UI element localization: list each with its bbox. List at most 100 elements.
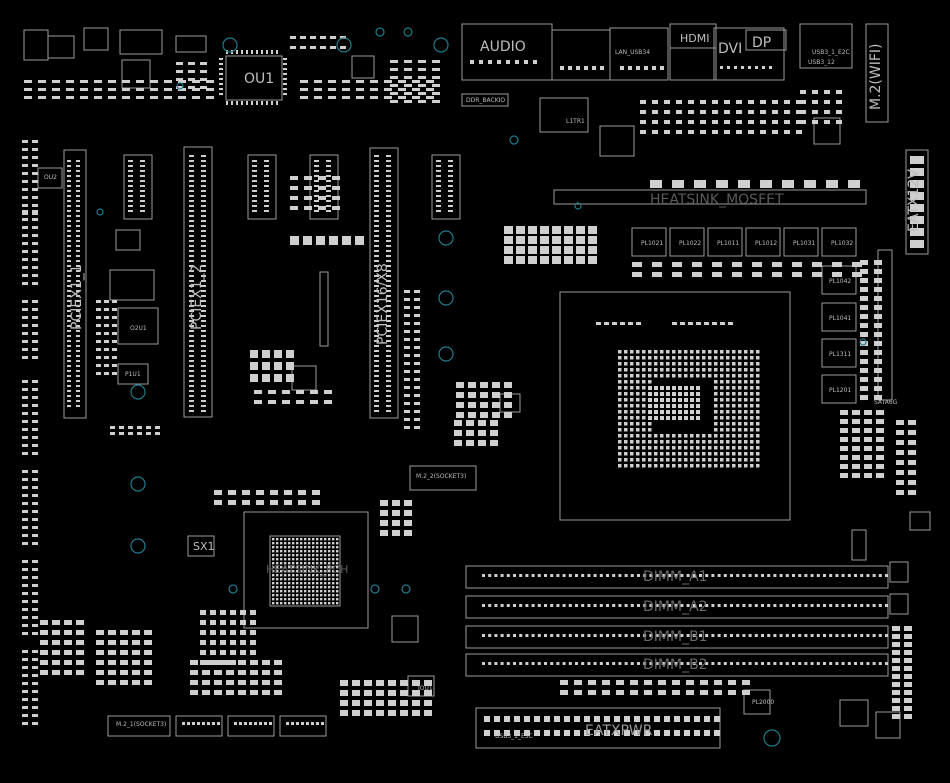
pch-ball (288, 558, 291, 561)
power-pin (624, 716, 630, 722)
dimm-pin (661, 604, 665, 607)
pad (240, 620, 246, 625)
pad (528, 226, 537, 234)
iou1-label: IOU1 (418, 685, 433, 692)
inductor-label: PL1032 (831, 240, 854, 247)
pad (128, 426, 133, 429)
pad (187, 722, 190, 725)
pad (230, 630, 236, 635)
cpu-pin (648, 446, 652, 450)
via-hole (370, 584, 380, 594)
pad (119, 432, 124, 435)
cpu-pin (642, 356, 646, 360)
slot-pin (201, 410, 206, 412)
pad (404, 346, 410, 349)
pad (120, 630, 128, 635)
pch-ball (312, 586, 315, 589)
cpu-pin (744, 356, 748, 360)
pad (132, 630, 140, 635)
cpu-pin (618, 404, 622, 408)
dimm-pin (593, 662, 597, 665)
pad (504, 412, 512, 418)
slot-pin (386, 170, 391, 172)
via-hole (222, 37, 238, 53)
pad (150, 80, 158, 83)
cpu-pin (744, 440, 748, 444)
power-pin (910, 156, 924, 164)
header-block (227, 715, 275, 737)
cpu-pin (678, 458, 682, 462)
power-pin (574, 716, 580, 722)
pad (356, 80, 364, 83)
pad (404, 426, 410, 429)
pad (314, 200, 319, 202)
pch-ball (296, 562, 299, 565)
pad (466, 430, 474, 436)
dimm-pin (773, 662, 777, 665)
pad (504, 256, 513, 264)
cpu-pin (684, 404, 688, 408)
pad (32, 234, 38, 237)
slot-pin (201, 360, 206, 362)
slot-pin (201, 190, 206, 192)
via-hole (438, 230, 454, 246)
power-pin (524, 730, 530, 736)
pad (412, 88, 420, 91)
pad (390, 76, 398, 79)
pad (388, 680, 396, 686)
cpu-pin (696, 440, 700, 444)
heatsink-mosfet-label: HEATSINK_MOSFET (650, 192, 784, 208)
pad (418, 92, 426, 95)
pad (478, 420, 486, 426)
slot-pin (374, 210, 379, 212)
pad (22, 714, 28, 717)
pad (32, 226, 38, 229)
pad (490, 430, 498, 436)
slot-pin (76, 220, 80, 222)
pad (178, 96, 186, 99)
pcie-x16-slot (369, 147, 399, 419)
slot-pin (67, 405, 71, 407)
slot-pin (386, 180, 391, 182)
pad (144, 630, 152, 635)
pad (296, 722, 299, 725)
pad (414, 426, 420, 429)
pad (140, 180, 145, 182)
pch-ball (300, 538, 303, 541)
slot-pin (201, 240, 206, 242)
cpu-pin (654, 386, 658, 390)
usb3-1-e3c-label: USB3_1_E3C (495, 733, 533, 740)
pch-ball (272, 598, 275, 601)
pch-ball (304, 538, 307, 541)
pch-ball (328, 538, 331, 541)
slot-pin (189, 355, 194, 357)
pad (286, 362, 294, 370)
pch-ball (312, 570, 315, 573)
pad (742, 680, 750, 685)
slot-pin (201, 235, 206, 237)
pad (314, 170, 319, 172)
cpu-pin (696, 452, 700, 456)
cpu-pin (666, 446, 670, 450)
pad (874, 368, 882, 373)
slot-pin (201, 205, 206, 207)
slot-pin (386, 195, 391, 197)
slot-pin (76, 190, 80, 192)
pad (283, 78, 287, 80)
slot-pin (189, 325, 194, 327)
slot-pin (76, 230, 80, 232)
cpu-pin (690, 356, 694, 360)
pad (210, 650, 216, 655)
pad (128, 200, 133, 202)
pad (712, 262, 722, 267)
slot-pin (374, 180, 379, 182)
dimm-pin (581, 574, 585, 577)
pad (448, 195, 453, 197)
pch-ball (320, 542, 323, 545)
pad (76, 630, 84, 635)
dimm-pin (860, 634, 864, 637)
cpu-pin (702, 362, 706, 366)
cpu-pin (750, 386, 754, 390)
cpu-pin (738, 368, 742, 372)
pad (164, 80, 172, 83)
